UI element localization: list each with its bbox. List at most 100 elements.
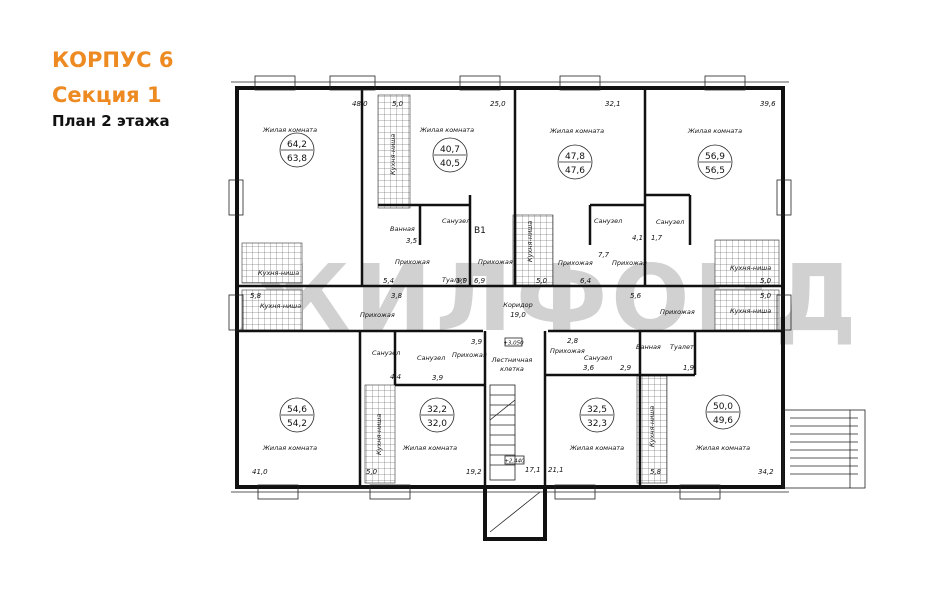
section-title: Секция 1 xyxy=(52,83,162,107)
svg-text:+3,050: +3,050 xyxy=(503,341,524,347)
unit-area-3: 47,847,6 xyxy=(557,144,593,180)
svg-text:Санузел: Санузел xyxy=(656,218,684,226)
svg-text:19,0: 19,0 xyxy=(510,311,526,319)
svg-text:2,8: 2,8 xyxy=(567,337,579,345)
svg-text:Туалет: Туалет xyxy=(670,343,694,351)
svg-text:39,6: 39,6 xyxy=(760,100,776,108)
svg-text:4,4: 4,4 xyxy=(390,373,401,381)
svg-text:Прихожая: Прихожая xyxy=(395,258,430,266)
svg-text:3,6: 3,6 xyxy=(583,364,595,372)
svg-text:+2,440: +2,440 xyxy=(504,459,525,465)
svg-text:Кухня-ниша: Кухня-ниша xyxy=(375,414,383,455)
svg-text:Кухня-ниша: Кухня-ниша xyxy=(258,269,299,277)
svg-text:Кухня-ниша: Кухня-ниша xyxy=(260,302,301,310)
unit-area-2: 40,740,5 xyxy=(432,137,468,173)
svg-text:Кухня-ниша: Кухня-ниша xyxy=(730,307,771,315)
svg-text:3,8: 3,8 xyxy=(391,292,403,300)
svg-text:47,8: 47,8 xyxy=(565,152,585,162)
svg-text:Прихожая: Прихожая xyxy=(478,258,513,266)
space-labels: Кухня-ниша Кухня-ниша Кухня-ниша Кухня-н… xyxy=(258,134,771,455)
svg-text:3,5: 3,5 xyxy=(406,237,418,245)
svg-text:Лестничная: Лестничная xyxy=(491,356,533,364)
svg-text:Санузел: Санузел xyxy=(372,349,400,357)
floor-plan-title: План 2 этажа xyxy=(52,112,170,130)
walls xyxy=(228,75,866,541)
svg-text:6,4: 6,4 xyxy=(580,277,591,285)
area-numbers: 48,0 5,0 25,0 32,1 39,6 3,5 5,4 1,9 6,9 … xyxy=(250,100,776,476)
svg-text:40,7: 40,7 xyxy=(440,145,460,155)
building-title: КОРПУС 6 xyxy=(52,48,174,72)
svg-text:50,0: 50,0 xyxy=(713,402,733,412)
unit-area-6: 32,2 32,0 xyxy=(419,397,455,433)
svg-text:41,0: 41,0 xyxy=(252,468,268,476)
svg-text:5,4: 5,4 xyxy=(383,277,394,285)
svg-text:49,6: 49,6 xyxy=(713,416,733,426)
unit-area-4: 56,9 56,5 xyxy=(697,144,733,180)
svg-text:64,2: 64,2 xyxy=(287,140,307,150)
room-names: Жилая комната Жилая комната Жилая комнат… xyxy=(262,126,750,452)
svg-text:5,0: 5,0 xyxy=(760,277,772,285)
svg-text:4,1: 4,1 xyxy=(632,234,643,242)
svg-text:Санузел: Санузел xyxy=(442,217,470,225)
svg-text:Санузел: Санузел xyxy=(584,354,612,362)
svg-text:1,7: 1,7 xyxy=(651,234,663,242)
svg-text:34,2: 34,2 xyxy=(758,468,774,476)
svg-text:Кухня-ниша: Кухня-ниша xyxy=(730,264,771,272)
svg-text:5,0: 5,0 xyxy=(366,468,378,476)
svg-text:32,2: 32,2 xyxy=(427,405,447,415)
svg-text:Санузел: Санузел xyxy=(594,217,622,225)
svg-text:3,9: 3,9 xyxy=(471,338,483,346)
svg-text:54,6: 54,6 xyxy=(287,405,307,415)
svg-text:56,5: 56,5 xyxy=(705,166,725,176)
unit-areas: 64,2 63,8 40,740,5 47,847,6 56,9 56,5 54,6… xyxy=(279,132,741,433)
svg-text:Прихожая: Прихожая xyxy=(360,311,395,319)
b1-marker: B1 xyxy=(474,226,486,236)
svg-text:Коридор: Коридор xyxy=(503,301,533,309)
svg-text:Жилая комната: Жилая комната xyxy=(262,444,317,452)
svg-text:клетка: клетка xyxy=(500,365,524,373)
unit-area-5: 54,6 54,2 xyxy=(279,397,315,433)
svg-text:32,0: 32,0 xyxy=(427,419,447,429)
svg-text:Кухня-ниша: Кухня-ниша xyxy=(648,406,656,447)
svg-text:19,2: 19,2 xyxy=(466,468,482,476)
level-marks: +3,050 +2,440 xyxy=(503,337,525,465)
svg-text:5,8: 5,8 xyxy=(250,292,262,300)
balcony xyxy=(782,409,866,489)
svg-text:7,7: 7,7 xyxy=(598,251,610,259)
svg-text:Прихожая: Прихожая xyxy=(660,308,695,316)
svg-text:17,1: 17,1 xyxy=(525,466,541,474)
svg-text:5,6: 5,6 xyxy=(630,292,642,300)
svg-text:Жилая комната: Жилая комната xyxy=(569,444,624,452)
svg-text:Прихожая: Прихожая xyxy=(452,351,487,359)
svg-text:Жилая комната: Жилая комната xyxy=(687,127,742,135)
svg-text:54,2: 54,2 xyxy=(287,419,307,429)
svg-text:Прихожая: Прихожая xyxy=(550,347,585,355)
svg-text:32,5: 32,5 xyxy=(587,405,607,415)
svg-text:5,0: 5,0 xyxy=(392,100,404,108)
svg-text:32,1: 32,1 xyxy=(605,100,621,108)
svg-text:5,0: 5,0 xyxy=(760,292,772,300)
svg-text:Жилая комната: Жилая комната xyxy=(419,126,474,134)
unit-area-8: 50,0 49,6 xyxy=(705,394,741,430)
svg-text:Ванная: Ванная xyxy=(636,343,661,351)
stairs xyxy=(489,384,516,481)
svg-text:1,9: 1,9 xyxy=(683,364,695,372)
svg-text:Санузел: Санузел xyxy=(417,354,445,362)
windows xyxy=(228,75,792,500)
svg-text:21,1: 21,1 xyxy=(548,466,564,474)
svg-text:56,9: 56,9 xyxy=(705,152,725,162)
svg-text:Жилая комната: Жилая комната xyxy=(402,444,457,452)
svg-text:1,9: 1,9 xyxy=(456,277,468,285)
svg-text:3,9: 3,9 xyxy=(432,374,444,382)
tiled-areas xyxy=(241,94,780,484)
svg-text:6,9: 6,9 xyxy=(474,277,486,285)
svg-text:Жилая комната: Жилая комната xyxy=(695,444,750,452)
svg-text:5,0: 5,0 xyxy=(536,277,548,285)
svg-text:48,0: 48,0 xyxy=(352,100,368,108)
svg-text:Туалет: Туалет xyxy=(442,276,466,284)
svg-text:63,8: 63,8 xyxy=(287,154,307,164)
svg-text:2,9: 2,9 xyxy=(620,364,632,372)
svg-text:Жилая комната: Жилая комната xyxy=(549,127,604,135)
svg-text:Жилая комната: Жилая комната xyxy=(262,126,317,134)
